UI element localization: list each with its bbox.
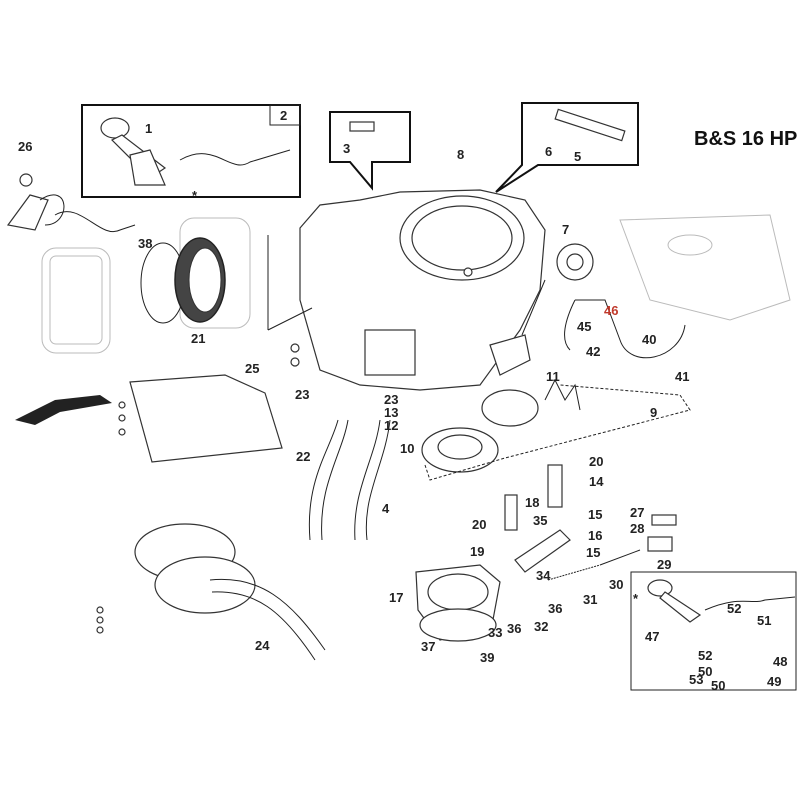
callout-label: 6 — [545, 144, 552, 159]
throttle-inset-box — [81, 104, 301, 198]
callout-label: 29 — [657, 557, 671, 572]
callout-label: 53 — [689, 672, 703, 687]
callout-label: 7 — [562, 222, 569, 237]
electric-clutch — [415, 564, 501, 642]
callout-label: 24 — [255, 638, 270, 653]
callout-label: 34 — [536, 568, 551, 583]
callout-label: 42 — [586, 344, 600, 359]
callout-label: 31 — [583, 592, 597, 607]
fuel-tank-outline — [619, 214, 791, 321]
callout-label: 45 — [577, 319, 591, 334]
callout-label: 18 — [525, 495, 539, 510]
clutch-control-inset-box — [630, 571, 797, 691]
air-filter-assembly — [41, 217, 251, 354]
pulley-belt-system — [421, 378, 691, 481]
callout-label: 9 — [650, 405, 657, 420]
callout-label: 19 — [470, 544, 484, 559]
callout-label: 36 — [548, 601, 562, 616]
callout-label: 4 — [382, 501, 390, 516]
callout-label: 15 — [588, 507, 602, 522]
callout-label: 22 — [296, 449, 310, 464]
direction-arrow-icon — [15, 395, 112, 425]
callout-label: 41 — [675, 369, 689, 384]
callout-label: 36 — [507, 621, 521, 636]
callout-label: 16 — [588, 528, 602, 543]
callout-label: 5 — [574, 149, 581, 164]
callout-label: 51 — [757, 613, 771, 628]
callout-label: 27 — [630, 505, 644, 520]
callout-label: 21 — [191, 331, 205, 346]
callout-label: 11 — [546, 369, 560, 384]
callout-label: 2 — [280, 108, 287, 123]
callout-label: 20 — [589, 454, 603, 469]
callout-label: 8 — [457, 147, 464, 162]
callout-label: 39 — [480, 650, 494, 665]
engine-cover — [15, 374, 283, 463]
callout-label: 17 — [389, 590, 403, 605]
callout-label: 49 — [767, 674, 781, 689]
callout-label: 12 — [384, 418, 398, 433]
callout-label: 28 — [630, 521, 644, 536]
callout-label: 23 — [295, 387, 309, 402]
fasteners — [96, 343, 300, 634]
diagram-title: B&S 16 HP — [694, 128, 797, 150]
muffler — [134, 523, 326, 661]
callout-label: 32 — [534, 619, 548, 634]
callout-label: 3 — [343, 141, 350, 156]
asterisk-marker: * — [633, 591, 639, 606]
callout-label: 13 — [384, 405, 398, 420]
tension-assembly — [504, 464, 677, 581]
fuel-filter — [556, 243, 686, 359]
fuel-filter-inset-box — [495, 102, 639, 193]
callout-label: 35 — [533, 513, 547, 528]
asterisk-marker: * — [192, 188, 198, 203]
drain-tubes — [308, 419, 391, 541]
spark-plug-inset-box — [329, 111, 411, 191]
callout-label: 23 — [384, 392, 398, 407]
ignition-switch — [6, 173, 136, 233]
callout-label-highlighted: 46 — [604, 303, 618, 318]
callout-label: 33 — [488, 625, 502, 640]
callout-label: 38 — [138, 236, 152, 251]
callout-label: 15 — [586, 545, 600, 560]
callout-label: 52 — [698, 648, 712, 663]
callout-label: 1 — [145, 121, 152, 136]
callout-label: 50 — [698, 664, 712, 679]
callout-label: 26 — [18, 139, 32, 154]
callout-label: 25 — [245, 361, 259, 376]
callout-label: 50 — [711, 678, 725, 693]
callout-label: 37 — [421, 639, 435, 654]
engine — [267, 189, 546, 391]
callout-label: 14 — [589, 474, 604, 489]
callout-label: 20 — [472, 517, 486, 532]
callout-label: 52 — [727, 601, 741, 616]
callout-label: 40 — [642, 332, 656, 347]
callout-label: 10 — [400, 441, 414, 456]
callout-label: 30 — [609, 577, 623, 592]
callout-label: 47 — [645, 629, 659, 644]
callout-label: 48 — [773, 654, 787, 669]
callout-labels: 1 2 26 3 6 5 8 7 46 45 40 42 41 38 21 25… — [18, 108, 787, 693]
